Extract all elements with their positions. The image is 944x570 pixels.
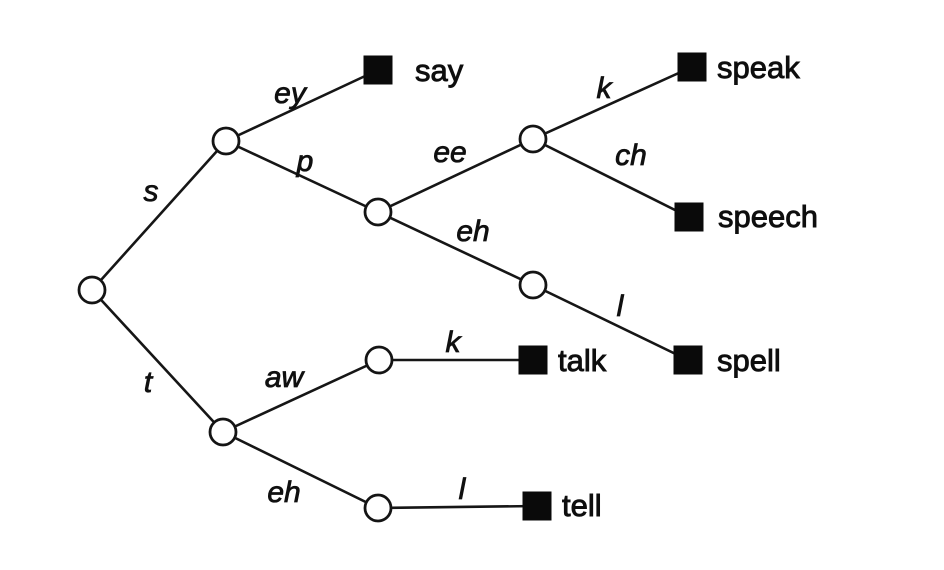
edge-s-p-ee-speak	[531, 65, 694, 141]
edge-s-say	[224, 68, 380, 143]
edge-t-t-aw	[221, 358, 381, 434]
phoneme-label-s-p-ee-speak: k	[597, 72, 614, 105]
tree-node-t-aw	[364, 345, 394, 375]
word-label-spell: spell	[717, 343, 781, 378]
terminal-square-spell	[673, 345, 703, 375]
phoneme-label-s-p-s-p-ee: ee	[433, 136, 466, 169]
phoneme-label-s-s-p: p	[296, 145, 314, 178]
terminal-square-say	[363, 55, 393, 85]
word-label-speak: speak	[717, 50, 800, 85]
terminal-square-talk	[518, 345, 548, 375]
edge-root-t	[90, 288, 225, 434]
edge-t-eh-tell	[376, 504, 539, 510]
word-label-say: say	[415, 53, 464, 88]
tree-node-s-p	[363, 197, 393, 227]
edge-s-s-p	[224, 139, 380, 214]
edge-root-s	[90, 139, 228, 292]
tree-node-t-eh	[363, 493, 393, 523]
phoneme-label-t-t-aw: aw	[265, 361, 306, 394]
tree-node-root	[77, 275, 107, 305]
word-label-speech: speech	[718, 199, 818, 234]
edge-s-p-eh-spell	[531, 283, 690, 362]
phoneme-label-s-p-eh-spell: l	[617, 290, 625, 323]
tree-node-s-p-eh	[518, 270, 548, 300]
phoneme-label-t-eh-tell: l	[459, 473, 467, 506]
word-label-talk: talk	[558, 343, 607, 378]
edge-s-p-s-p-ee	[376, 137, 535, 214]
edge-t-t-eh	[221, 430, 380, 510]
tree-node-s-p-ee	[518, 124, 548, 154]
phoneme-label-t-aw-talk: k	[446, 326, 463, 359]
phoneme-label-t-t-eh: eh	[267, 476, 300, 509]
phoneme-label-root-s: s	[144, 175, 159, 208]
terminal-square-speech	[674, 202, 704, 232]
phoneme-label-root-t: t	[144, 366, 154, 399]
edge-s-p-s-p-eh	[376, 210, 535, 287]
tree-node-s	[211, 126, 241, 156]
phoneme-label-s-say: ey	[274, 77, 308, 110]
tree-node-t	[208, 417, 238, 447]
phoneme-label-s-p-s-p-eh: eh	[456, 215, 489, 248]
terminal-square-speak	[677, 52, 707, 82]
edge-s-p-ee-speech	[531, 137, 691, 219]
phoneme-label-s-p-ee-speech: ch	[615, 139, 647, 172]
word-label-tell: tell	[562, 488, 602, 523]
terminal-square-tell	[522, 491, 552, 521]
